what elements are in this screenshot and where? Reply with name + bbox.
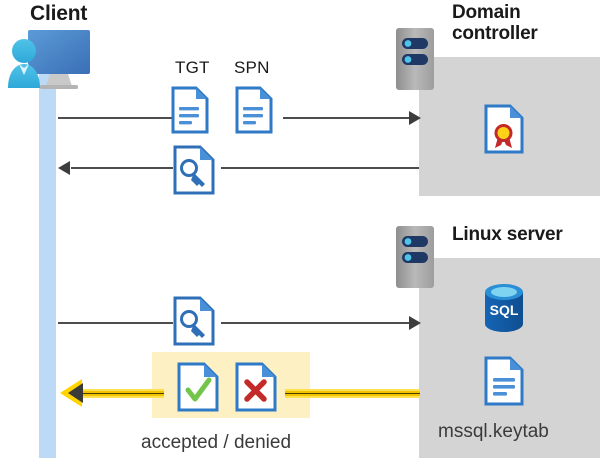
flow-arrow-2-head [58, 161, 70, 175]
client-lifeline [39, 72, 56, 458]
sql-database-icon: SQL [481, 283, 527, 333]
domain-controller-server-icon [396, 28, 434, 90]
svg-text:SQL: SQL [490, 302, 519, 318]
spn-document-icon [235, 86, 273, 134]
result-arrow-segment-right [285, 389, 420, 398]
client-title: Client [30, 2, 88, 25]
result-label: accepted / denied [141, 432, 292, 453]
denied-document-icon [235, 362, 277, 412]
result-arrow-head [68, 383, 83, 403]
result-arrow-segment-left [72, 389, 164, 398]
keytab-document-icon [484, 356, 524, 406]
domain-controller-title: Domain controller [452, 2, 538, 45]
flow-arrow-3-segment-right [221, 322, 411, 324]
flow-arrow-2-segment-left [71, 167, 173, 169]
result-highlight-box [152, 352, 310, 418]
keytab-file-label: mssql.keytab [438, 421, 549, 442]
tgt-document-icon [171, 86, 209, 134]
flow-arrow-3-head [409, 316, 421, 330]
tgt-label: TGT [175, 58, 210, 77]
flow-arrow-3-segment-left [58, 322, 173, 324]
flow-arrow-1-segment-right [283, 117, 411, 119]
client-workstation-user-icon [6, 24, 98, 92]
linux-server-icon [396, 226, 434, 288]
service-ticket-key-document-icon [173, 296, 215, 346]
certificate-document-icon [484, 104, 524, 154]
flow-arrow-1-segment-left [58, 117, 173, 119]
accepted-document-icon [177, 362, 219, 412]
flow-arrow-2-segment-right [221, 167, 419, 169]
tgt-ticket-key-document-icon [173, 145, 215, 195]
flow-arrow-1-head [409, 111, 421, 125]
spn-label: SPN [234, 58, 270, 77]
linux-server-title: Linux server [452, 224, 563, 245]
